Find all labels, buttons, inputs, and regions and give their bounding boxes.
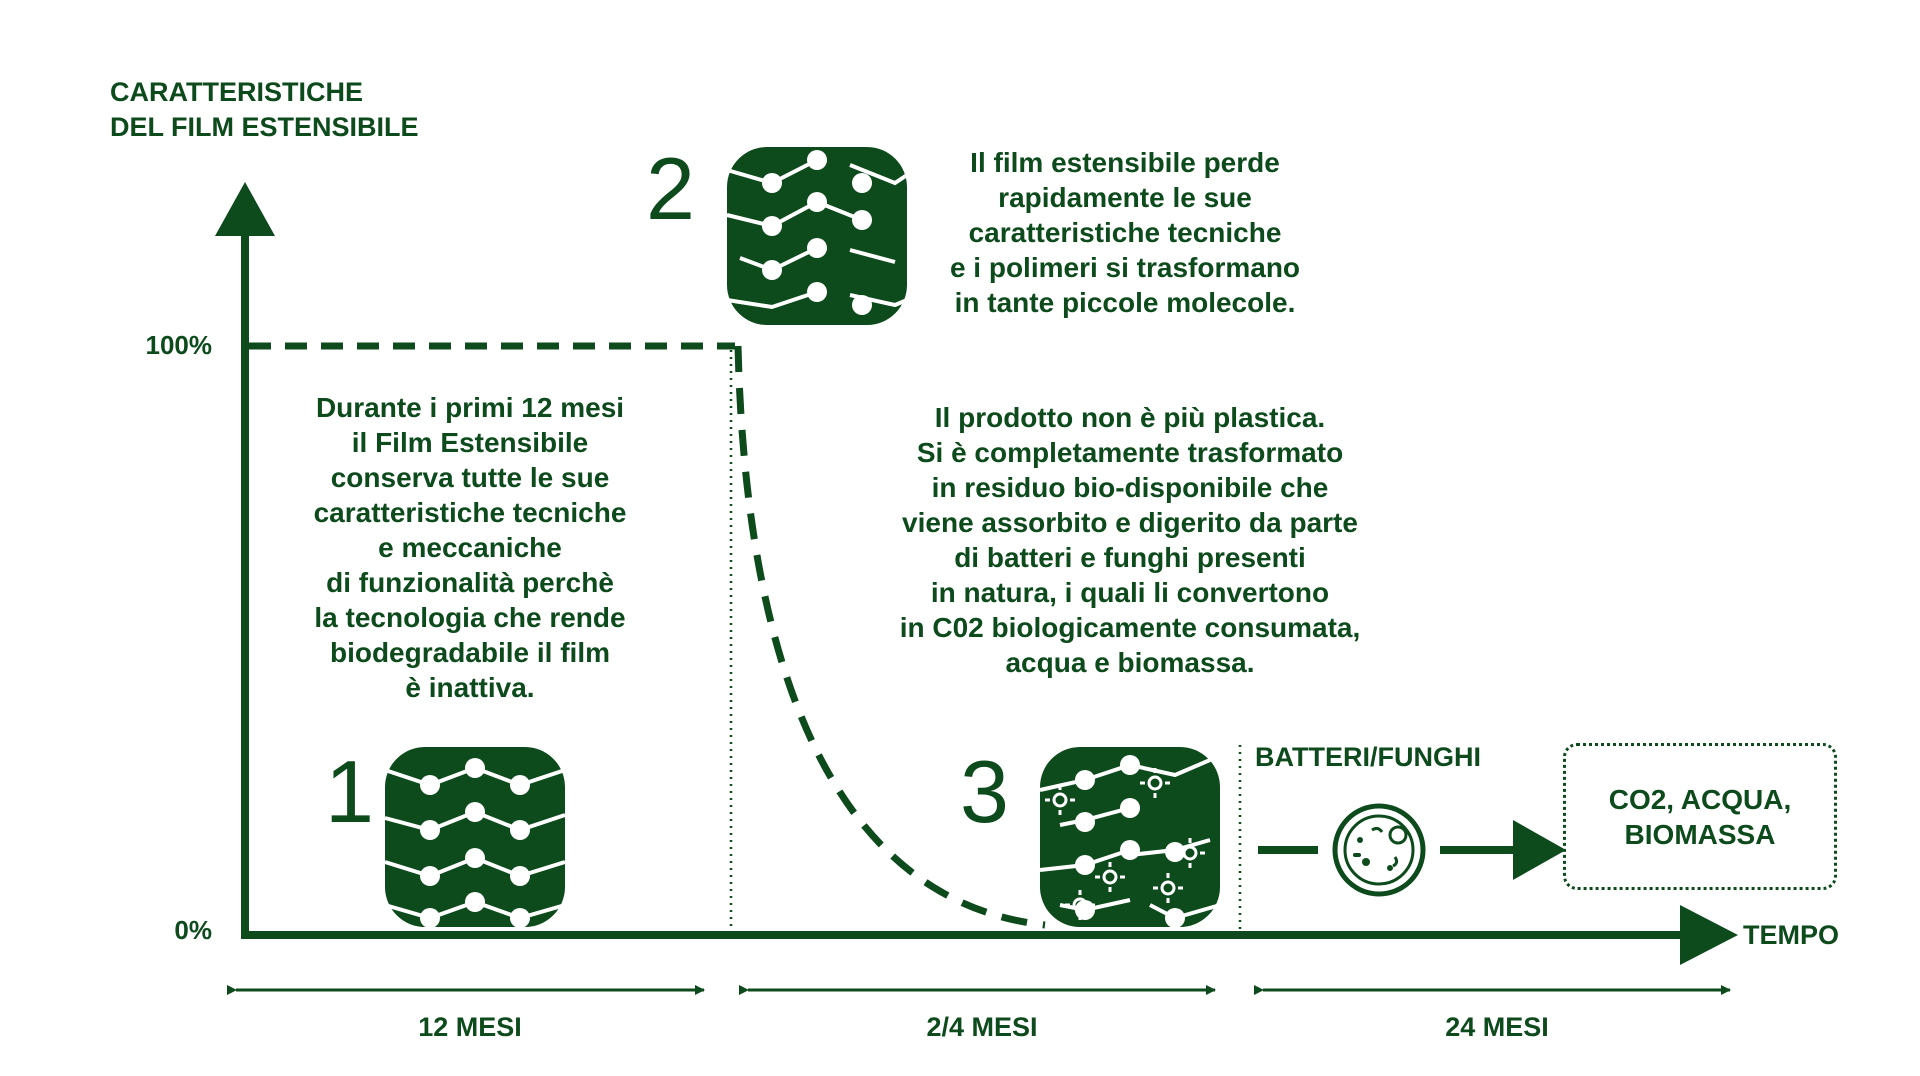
stage-3-line: in C02 biologicamente consumata,: [860, 610, 1400, 645]
period-label-12-mesi: 12 MESI: [320, 1012, 620, 1043]
period-label-2-4-mesi: 2/4 MESI: [832, 1012, 1132, 1043]
stage-1-line: e meccaniche: [290, 530, 650, 565]
stage-2-line: e i polimeri si trasformano: [910, 250, 1340, 285]
stage-3-description: Il prodotto non è più plastica. Si è com…: [860, 400, 1400, 680]
stage-1-line: biodegradabile il film: [290, 635, 650, 670]
stage-1-line: la tecnologia che rende: [290, 600, 650, 635]
stage-number-1: 1: [325, 748, 374, 836]
y-axis-title-line-2: DEL FILM ESTENSIBILE: [110, 110, 419, 145]
output-box-line-2: BIOMASSA: [1625, 817, 1776, 852]
stage-2-line: caratteristiche tecniche: [910, 215, 1340, 250]
stage-2-line: rapidamente le sue: [910, 180, 1340, 215]
y-tick-100: 100%: [112, 330, 212, 361]
stage-number-2: 2: [646, 145, 695, 233]
x-axis-arrowhead: [1680, 905, 1738, 965]
flow-arrowhead: [1513, 820, 1566, 880]
output-box-line-1: CO2, ACQUA,: [1609, 782, 1792, 817]
stage-2-line: in tante piccole molecole.: [910, 285, 1340, 320]
broken-polymer-icon: [727, 147, 907, 325]
stage-3-line: Si è completamente trasformato: [860, 435, 1400, 470]
y-axis-title: CARATTERISTICHE DEL FILM ESTENSIBILE: [110, 75, 419, 145]
stage-3-line: di batteri e funghi presenti: [860, 540, 1400, 575]
stage-2-description: Il film estensibile perde rapidamente le…: [910, 145, 1340, 320]
y-tick-0: 0%: [112, 915, 212, 946]
stage-1-line: di funzionalità perchè: [290, 565, 650, 600]
stage-3-line: acqua e biomassa.: [860, 645, 1400, 680]
stage-3-line: in natura, i quali li convertono: [860, 575, 1400, 610]
stage-3-line: Il prodotto non è più plastica.: [860, 400, 1400, 435]
stage-1-line: conserva tutte le sue: [290, 460, 650, 495]
stage-1-line: Durante i primi 12 mesi: [290, 390, 650, 425]
petri-dish-icon: [1335, 806, 1423, 894]
y-axis-arrowhead: [215, 182, 275, 236]
microbes-label: BATTERI/FUNGHI: [1255, 742, 1481, 773]
stage-1-line: il Film Estensibile: [290, 425, 650, 460]
stage-3-line: viene assorbito e digerito da parte: [860, 505, 1400, 540]
polymer-chain-icon: [385, 747, 565, 928]
stage-1-line: caratteristiche tecniche: [290, 495, 650, 530]
x-axis-title: TEMPO: [1743, 920, 1839, 951]
output-box: CO2, ACQUA, BIOMASSA: [1563, 743, 1837, 890]
y-axis-title-line-1: CARATTERISTICHE: [110, 75, 419, 110]
microbe-polymer-icon: [1040, 747, 1220, 928]
stage-2-line: Il film estensibile perde: [910, 145, 1340, 180]
stage-1-line: è inattiva.: [290, 670, 650, 705]
stage-3-line: in residuo bio-disponibile che: [860, 470, 1400, 505]
stage-number-3: 3: [960, 748, 1009, 836]
stage-1-description: Durante i primi 12 mesi il Film Estensib…: [290, 390, 650, 705]
period-label-24-mesi: 24 MESI: [1347, 1012, 1647, 1043]
